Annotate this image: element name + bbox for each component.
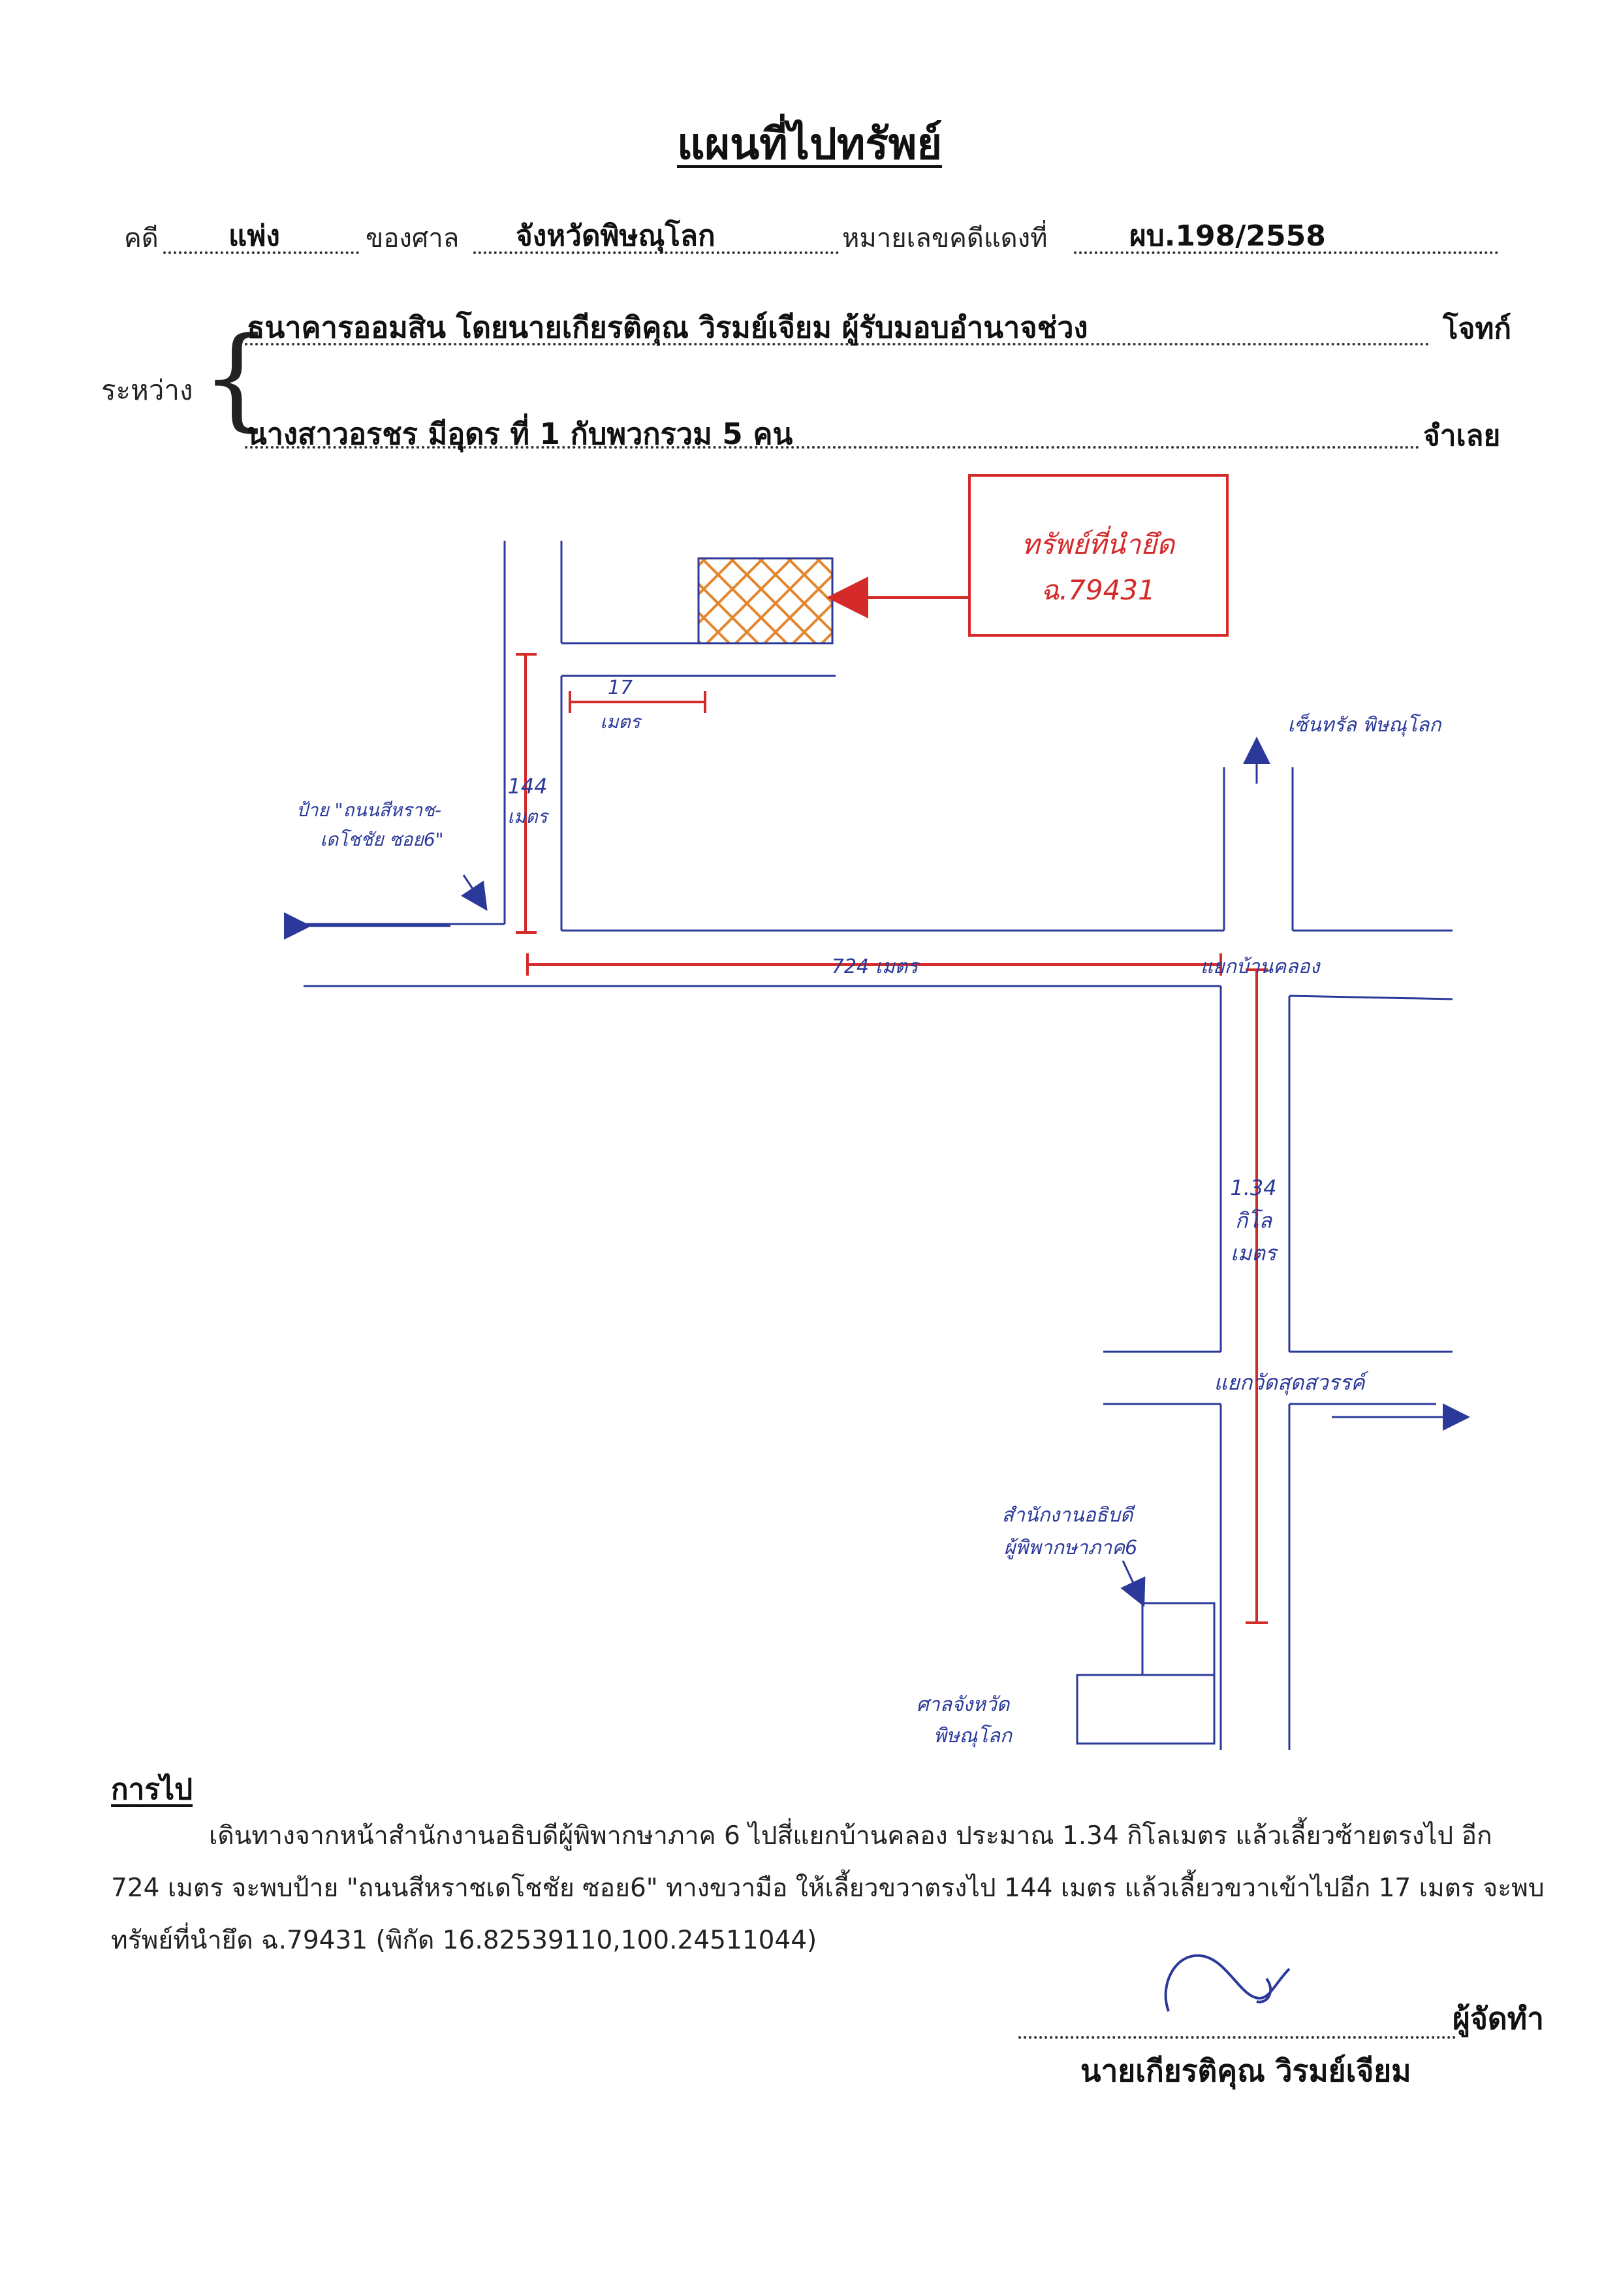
plaintiff-role: โจทก์	[1443, 312, 1512, 345]
directions-heading: การไป	[111, 1773, 193, 1806]
defendant-name: นางสาวอรชร มีอุดร ที่ 1 กับพวกรวม 5 คน	[247, 417, 793, 451]
signature-scribble	[1164, 1954, 1291, 2012]
dist-134-number: 1.34	[1230, 1175, 1276, 1200]
case-type-dots	[163, 251, 359, 254]
signature-role: ผู้จัดทำ	[1453, 2001, 1544, 2036]
directions-text: เดินทางจากหน้าสำนักงานอธิบดีผู้พิพากษาภา…	[111, 1821, 1545, 1955]
property-callout-line-2: ฉ.79431	[1041, 574, 1155, 606]
sign-pointer	[460, 874, 488, 911]
office-building	[1141, 1602, 1216, 1676]
dist-144-number: 144	[507, 774, 547, 799]
dist-134-unit-2: เมตร	[1231, 1241, 1279, 1266]
case-type: แพ่ง	[228, 219, 280, 253]
between-label: ระหว่าง	[101, 374, 193, 406]
court-building	[1076, 1674, 1216, 1745]
dist-134-unit-1: กิโล	[1235, 1208, 1273, 1233]
sign-label-line-1: ป้าย "ถนนสีหราช-	[296, 799, 441, 821]
office-pointer	[1120, 1560, 1146, 1607]
office-label-line-2: ผู้พิพากษาภาค6	[1004, 1537, 1138, 1559]
case-label: คดี	[124, 223, 159, 253]
signature-line	[1018, 2036, 1456, 2039]
page-title: แผนที่ไปทรัพย์	[676, 119, 943, 169]
court-label-line-1: ศาลจังหวัด	[917, 1693, 1011, 1716]
court-label-line-2: พิษณุโลก	[934, 1724, 1013, 1747]
case-number-dots	[1074, 251, 1498, 254]
north-destination-label: เซ็นทรัล พิษณุโลก	[1288, 713, 1443, 737]
junction-2-label: แยกวัดสุดสวรรค์	[1214, 1370, 1368, 1395]
main-road-south-edge-right	[1289, 995, 1453, 1000]
case-number-label: หมายเลขคดีแดงที่	[842, 223, 1048, 253]
court-name: จังหวัดพิษณุโลก	[516, 219, 715, 253]
property-callout-box	[968, 474, 1229, 637]
party-brace: {	[201, 313, 272, 443]
dist-17-unit: เมตร	[600, 711, 642, 733]
junction-1-label: แยกบ้านคลอง	[1201, 955, 1321, 978]
sign-label-line-2: เดโชชัย ซอย6"	[320, 829, 443, 850]
red-markers	[516, 474, 1268, 1624]
property-parcel	[697, 557, 834, 645]
dist-144-unit: เมตร	[507, 806, 549, 827]
case-number: ผบ.198/2558	[1129, 219, 1326, 253]
plaintiff-dots	[245, 343, 1430, 345]
dist-17-number: 17	[608, 677, 633, 699]
defendant-dots	[245, 446, 1420, 449]
dist-724-label: 724 เมตร	[832, 955, 920, 978]
defendant-role: จำเลย	[1423, 419, 1501, 453]
court-label: ของศาล	[366, 223, 460, 253]
road-lines	[284, 541, 1470, 1750]
signature-name: นายเกียรติคุณ วิรมย์เจียม	[1080, 2053, 1411, 2088]
court-dots	[473, 251, 839, 254]
office-label-line-1: สำนักงานอธิบดี	[1002, 1504, 1136, 1527]
plaintiff-name: ธนาคารออมสิน โดยนายเกียรติคุณ วิรมย์เจีย…	[247, 310, 1088, 345]
property-callout-line-1: ทรัพย์ที่นำยึด	[1022, 525, 1176, 560]
